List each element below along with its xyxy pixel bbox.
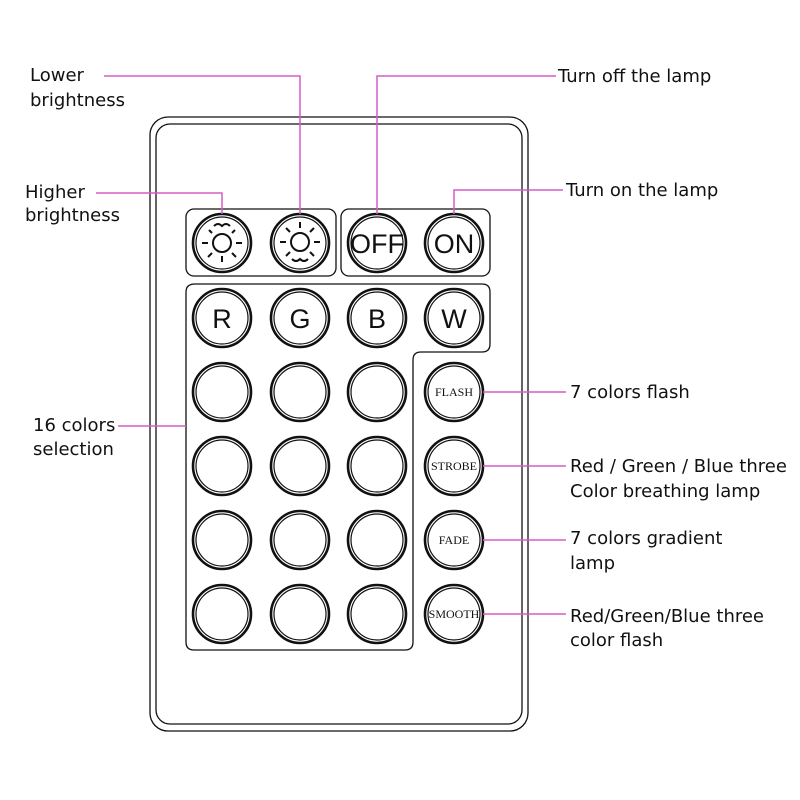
lower-brightness-button[interactable] (191, 212, 253, 274)
label-higher-brightness: Higher brightness (25, 182, 120, 226)
color-button[interactable] (346, 361, 408, 423)
green-button[interactable]: G (269, 287, 331, 349)
sun-dim-icon (202, 223, 242, 262)
label-fade: 7 colors gradient lamp (570, 528, 728, 574)
leader-lines (96, 75, 566, 615)
label-turn-off: Turn off the lamp (557, 66, 711, 87)
smooth-button[interactable]: SMOOTH (423, 583, 485, 645)
leader-higher-brightness (96, 192, 223, 214)
fade-button-label: FADE (439, 533, 469, 547)
off-button[interactable]: OFF (346, 212, 408, 274)
color-button[interactable] (191, 361, 253, 423)
label-flash: 7 colors flash (570, 382, 690, 403)
color-button[interactable] (346, 435, 408, 497)
red-button[interactable]: R (191, 287, 253, 349)
fade-button[interactable]: FADE (423, 509, 485, 571)
leader-turn-off (376, 75, 556, 214)
color-button[interactable] (269, 435, 331, 497)
flash-button-label: FLASH (435, 385, 473, 399)
label-strobe: Red / Green / Blue three Color breathing… (570, 456, 793, 502)
remote-inner-outline (155, 123, 523, 725)
label-turn-on: Turn on the lamp (565, 180, 718, 201)
off-button-label: OFF (350, 229, 404, 259)
on-button[interactable]: ON (423, 212, 485, 274)
sun-bright-icon (280, 222, 320, 262)
blue-button-label: B (368, 304, 386, 334)
label-smooth: Red/Green/Blue three color flash (570, 606, 770, 651)
brightness-group-frame (185, 208, 337, 277)
strobe-button-label: STROBE (431, 459, 477, 473)
flash-button[interactable]: FLASH (423, 361, 485, 423)
green-button-label: G (289, 304, 310, 334)
white-button-label: W (441, 304, 467, 334)
color-button[interactable] (191, 583, 253, 645)
leader-lower-brightness (104, 75, 301, 214)
label-colors-selection: 16 colors selection (33, 415, 121, 460)
color-button[interactable] (269, 583, 331, 645)
color-button[interactable] (191, 509, 253, 571)
remote-outer-outline (149, 116, 529, 732)
color-button[interactable] (191, 435, 253, 497)
color-button[interactable] (269, 509, 331, 571)
power-group-frame (340, 208, 491, 277)
color-button[interactable] (346, 509, 408, 571)
strobe-button[interactable]: STROBE (423, 435, 485, 497)
blue-button[interactable]: B (346, 287, 408, 349)
smooth-button-label: SMOOTH (429, 607, 480, 621)
color-button[interactable] (346, 583, 408, 645)
red-button-label: R (212, 304, 232, 334)
remote-body (149, 116, 529, 732)
color-button[interactable] (269, 361, 331, 423)
higher-brightness-button[interactable] (269, 212, 331, 274)
white-button[interactable]: W (423, 287, 485, 349)
color-group-frame (185, 283, 491, 651)
label-lower-brightness: Lower brightness (30, 65, 125, 111)
leader-turn-on (453, 189, 563, 214)
on-button-label: ON (434, 229, 475, 259)
